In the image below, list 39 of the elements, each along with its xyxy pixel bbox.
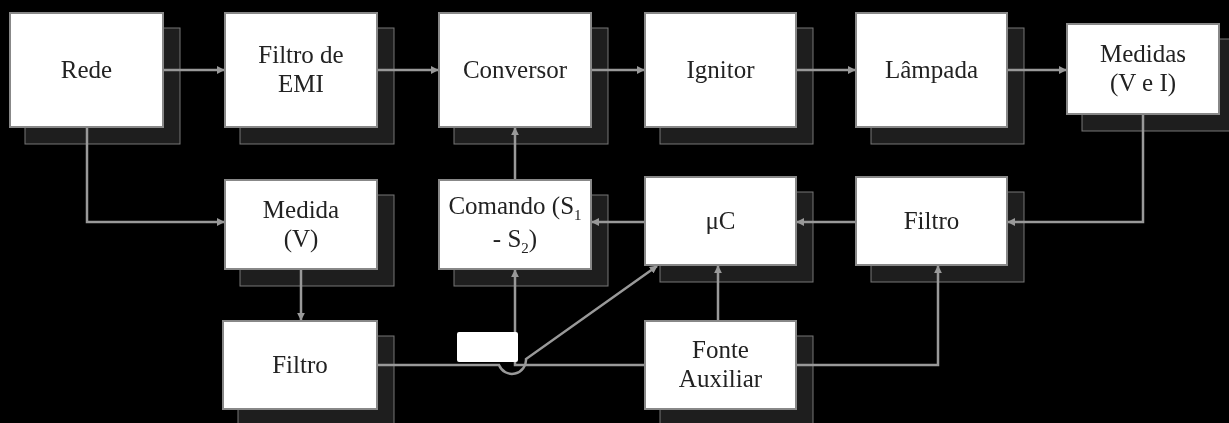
block-label: Filtro de EMI [257, 41, 345, 99]
process-box [438, 179, 592, 270]
arrow [297, 270, 305, 321]
block-label: Fonte Auxiliar [677, 336, 764, 394]
arrow [797, 265, 942, 367]
arrow [164, 66, 225, 74]
arrow [591, 218, 644, 226]
block-label: Ignitor [685, 55, 756, 85]
process-box [855, 12, 1008, 128]
process-box [644, 320, 797, 410]
process-box [644, 12, 797, 128]
block-label: μC [704, 206, 737, 236]
arrow [592, 66, 645, 74]
process-box [438, 12, 592, 128]
process-box [855, 176, 1008, 266]
block-label: Comando (S$_{1}$ - S$_{2}$) [447, 192, 583, 257]
process-box [222, 320, 378, 410]
block-label: Medida (V) [261, 195, 341, 254]
block-label: Conversor [461, 55, 569, 85]
arrow [378, 66, 439, 74]
arrow [797, 66, 856, 74]
arrow [1008, 66, 1067, 74]
arrow [378, 265, 658, 376]
process-box [1066, 23, 1220, 115]
arrow [511, 127, 519, 179]
blank-box [457, 332, 518, 362]
arrow [714, 265, 722, 320]
block-label: Medidas (V e I) [1098, 40, 1188, 98]
block-label: Filtro [271, 350, 329, 380]
block-label: Filtro [902, 206, 961, 236]
arrow [1007, 115, 1145, 226]
block-label: Rede [59, 55, 114, 85]
block-label: Lâmpada [884, 55, 979, 85]
process-box [224, 179, 378, 270]
process-box [224, 12, 378, 128]
arrow [85, 128, 225, 226]
process-box [9, 12, 164, 128]
arrow [796, 218, 855, 226]
process-box [644, 176, 797, 266]
